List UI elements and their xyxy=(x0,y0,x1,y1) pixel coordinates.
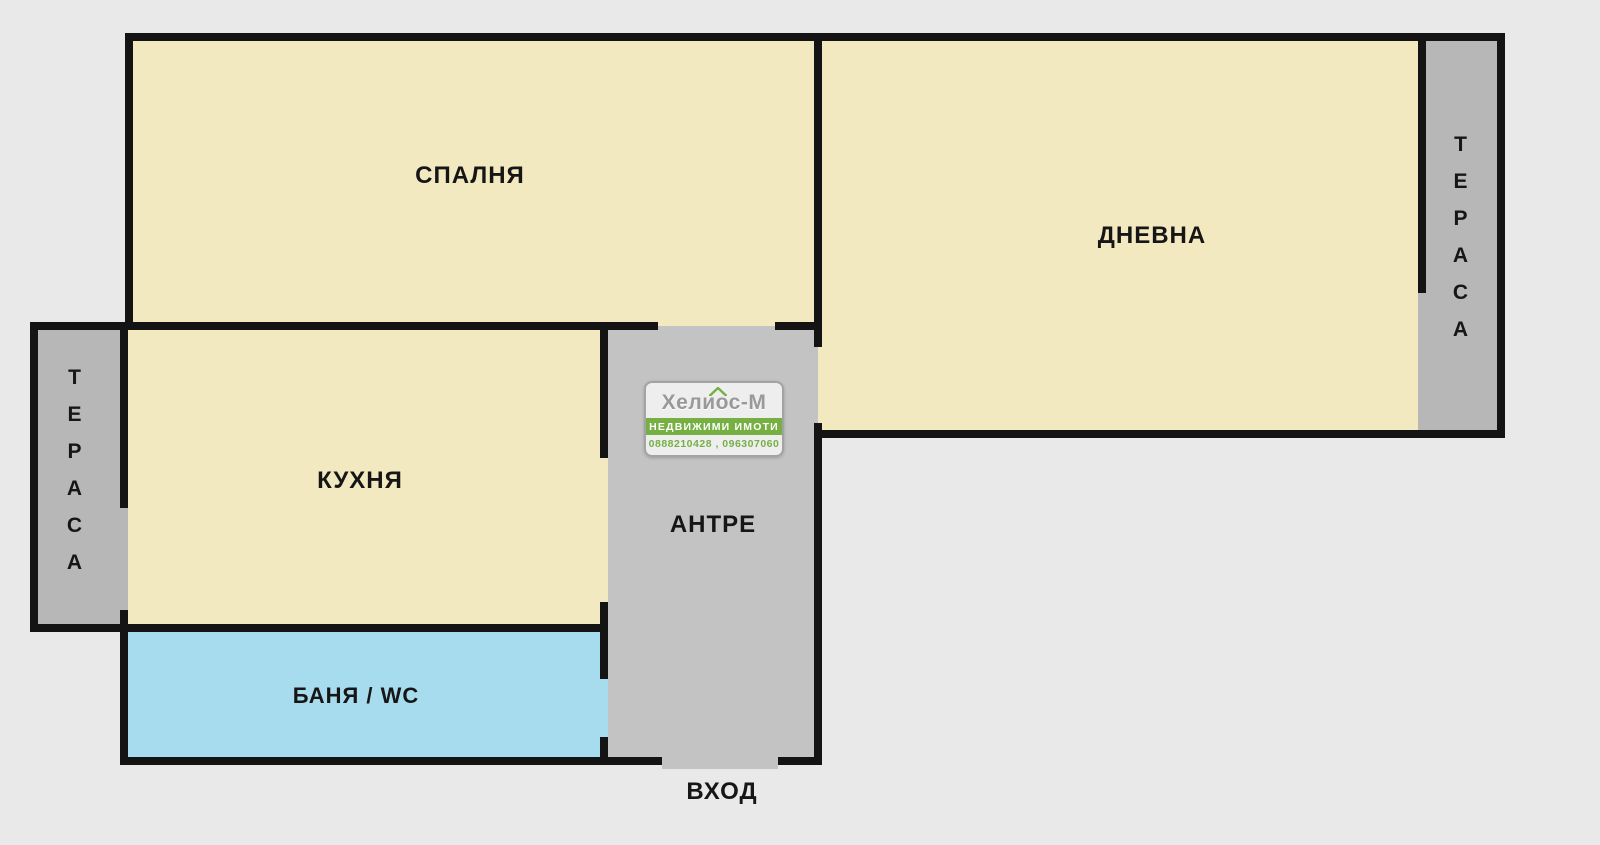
room-label-terrace-left: ТЕРАСА xyxy=(63,366,86,588)
room-label-bathroom: БАНЯ / WC xyxy=(292,683,420,708)
wall-segment xyxy=(125,33,133,330)
wall-segment xyxy=(814,423,822,765)
agency-logo-name: Хелиос-М xyxy=(646,383,782,418)
wall-segment xyxy=(818,430,1505,438)
wall-segment xyxy=(120,624,128,765)
wall-segment xyxy=(600,624,608,679)
room-kitchen xyxy=(128,330,608,624)
room-label-entrance: ВХОД xyxy=(686,778,758,805)
room-label-hallway: АНТРЕ xyxy=(669,511,757,538)
wall-segment xyxy=(120,610,128,632)
entrance-opening xyxy=(662,757,778,769)
wall-segment xyxy=(30,624,128,632)
wall-segment xyxy=(30,322,38,632)
wall-segment xyxy=(814,33,822,330)
room-living xyxy=(818,37,1501,434)
room-bedroom xyxy=(129,37,818,326)
house-roof-icon xyxy=(709,387,727,396)
agency-logo-tagline: НЕДВИЖИМИ ИМОТИ xyxy=(646,418,782,435)
wall-segment xyxy=(600,602,608,632)
wall-segment xyxy=(600,322,608,458)
wall-segment xyxy=(120,757,608,765)
agency-logo-phones: 0888210428 , 096307060 xyxy=(648,438,780,450)
wall-segment xyxy=(600,322,658,330)
room-terrace-right xyxy=(1418,41,1497,430)
wall-segment xyxy=(778,757,822,765)
agency-logo: Хелиос-М НЕДВИЖИМИ ИМОТИ 0888210428 , 09… xyxy=(644,381,784,457)
room-label-kitchen: КУХНЯ xyxy=(317,467,403,494)
room-label-terrace-right: ТЕРАСА xyxy=(1449,133,1472,355)
wall-segment xyxy=(30,322,128,330)
wall-segment xyxy=(775,322,822,330)
wall-segment xyxy=(814,322,822,347)
agency-logo-name-text: Хелиос-М xyxy=(661,391,767,414)
wall-segment xyxy=(600,757,662,765)
wall-segment xyxy=(1418,33,1426,293)
room-terrace-left xyxy=(38,330,128,624)
wall-segment xyxy=(125,322,608,330)
wall-segment xyxy=(120,322,128,508)
room-label-living: ДНЕВНА xyxy=(1097,222,1207,249)
wall-segment xyxy=(600,737,608,765)
wall-segment xyxy=(1497,33,1505,438)
wall-segment xyxy=(120,624,608,632)
room-bathroom xyxy=(128,632,608,757)
room-label-bedroom: СПАЛНЯ xyxy=(415,162,525,189)
